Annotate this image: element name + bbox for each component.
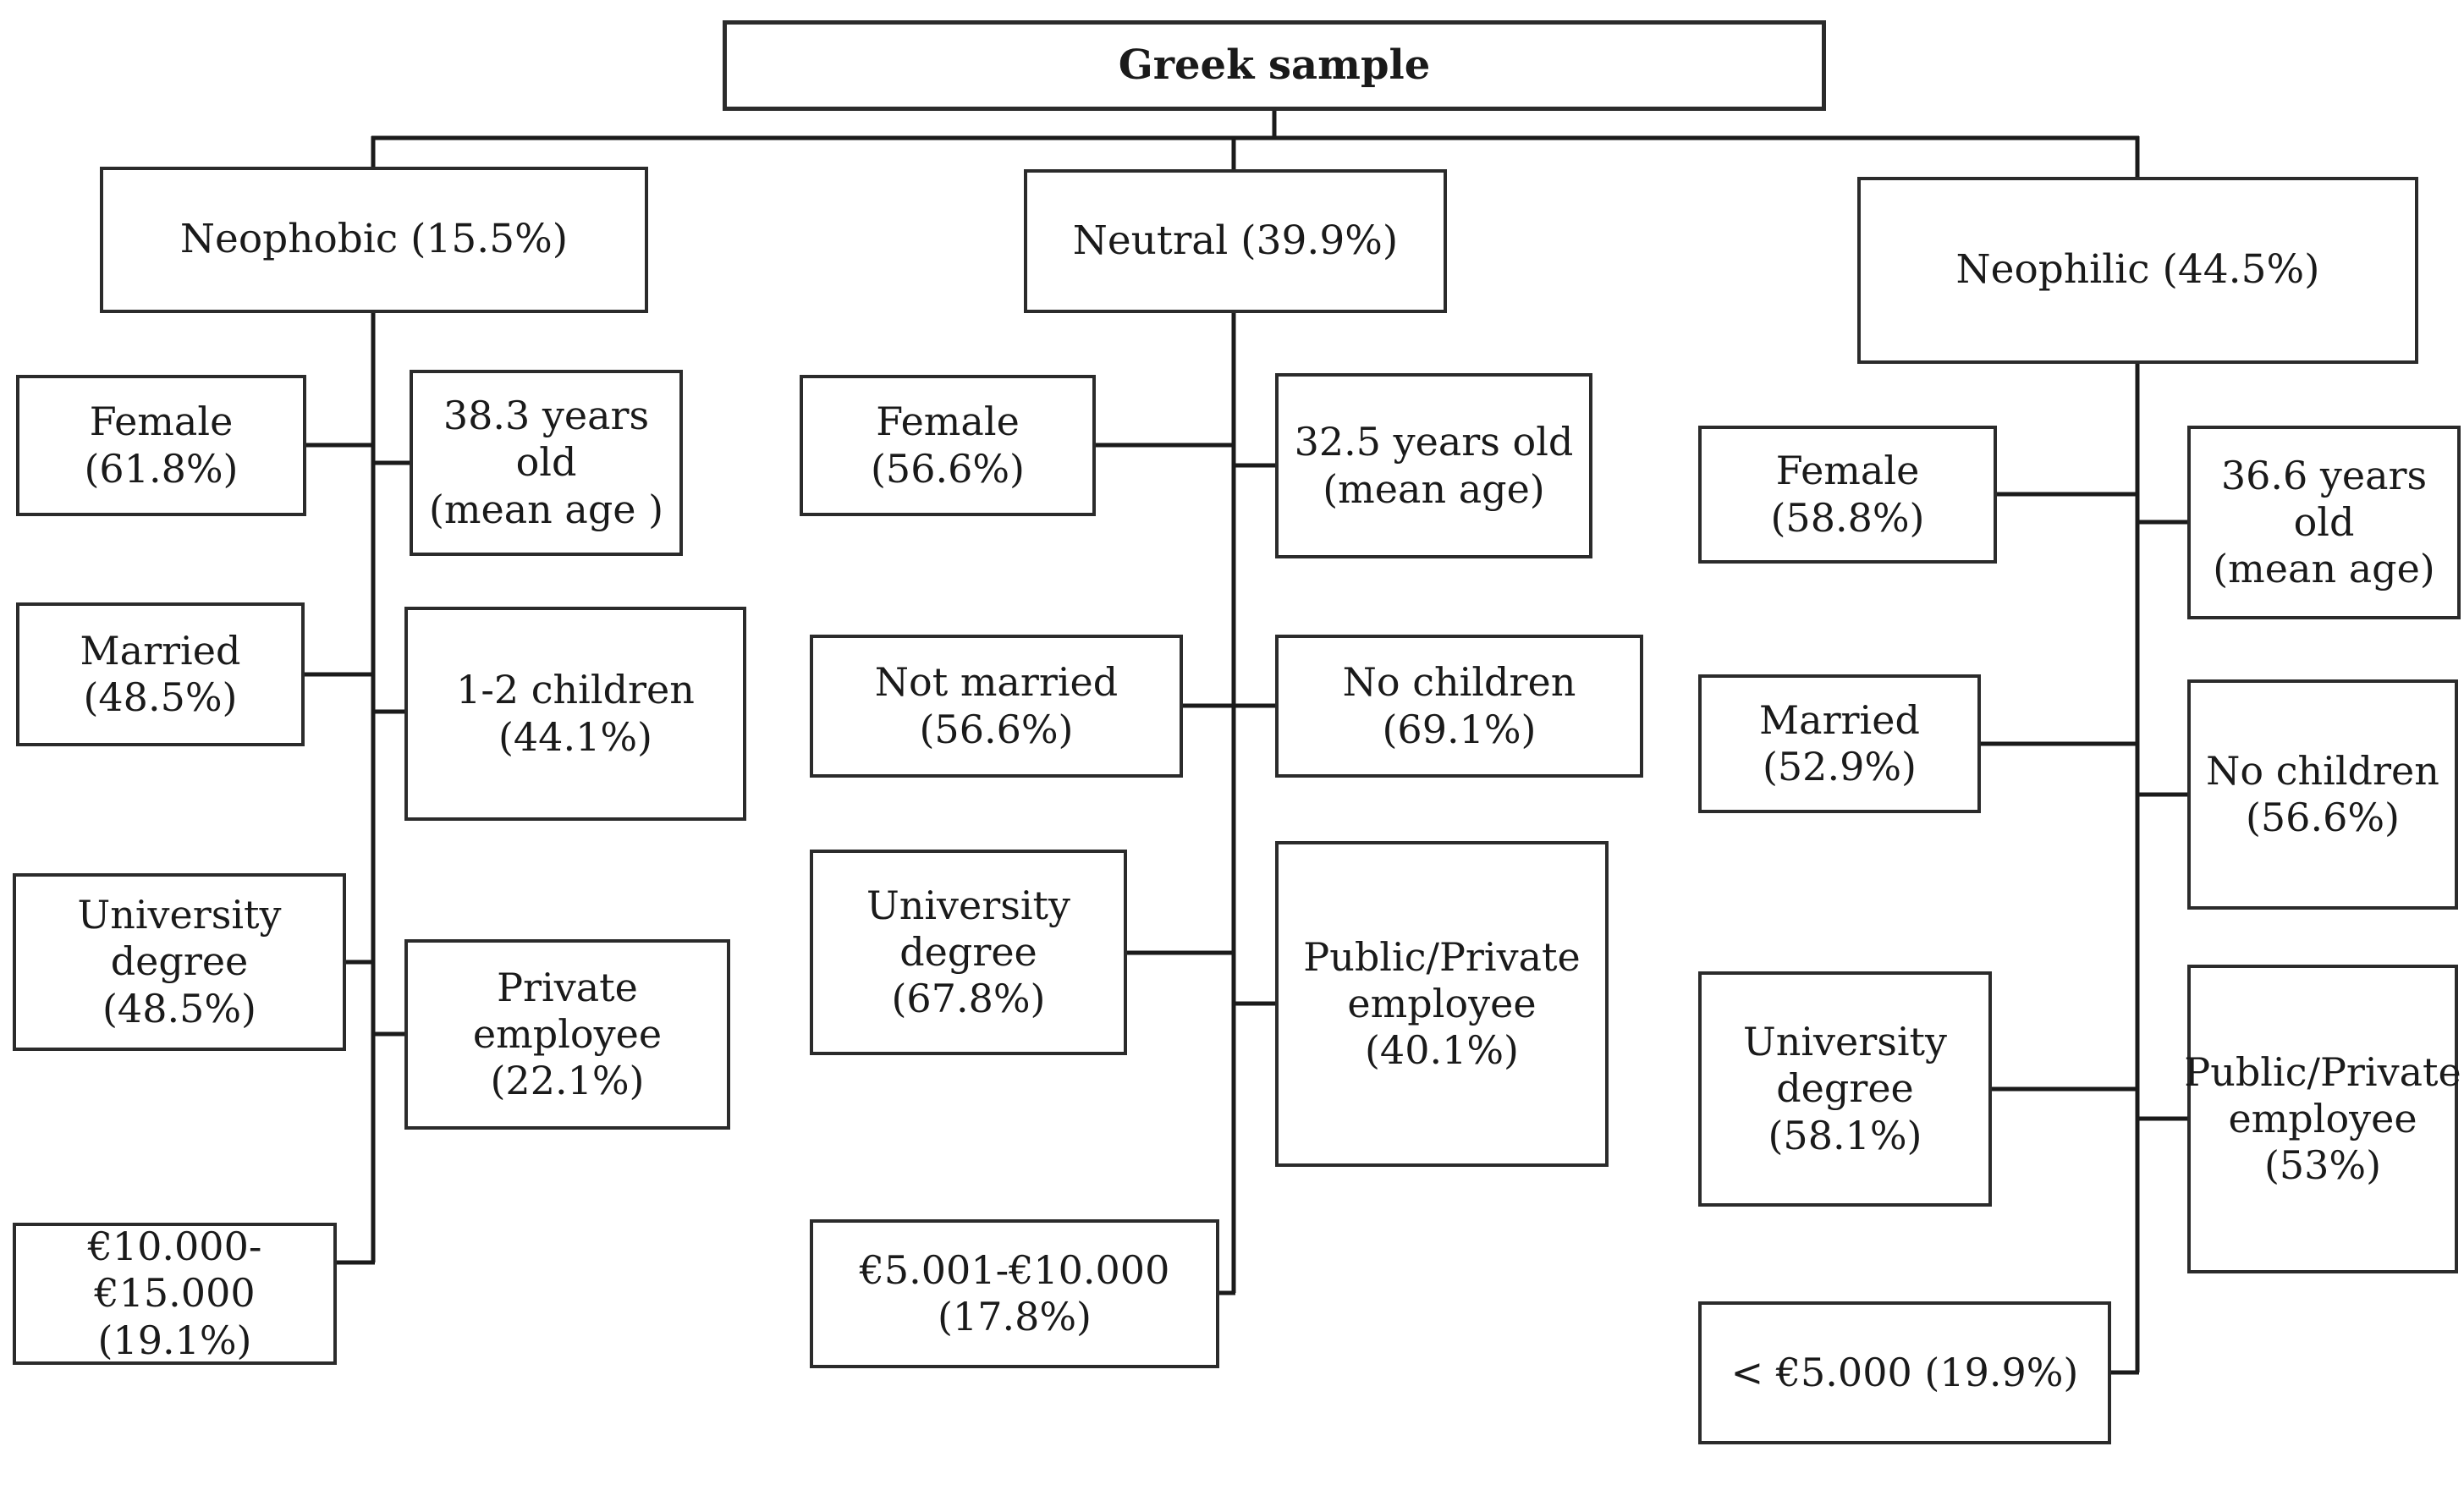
group-node-neophobic: Neophobic (15.5%) — [100, 167, 648, 313]
neutral-education-node: University degree (67.8%) — [810, 850, 1127, 1055]
neutral-income-node: €5.001-€10.000 (17.8%) — [810, 1219, 1219, 1368]
neophobic-children-node: 1-2 children (44.1%) — [404, 607, 746, 821]
neophobic-occupation-node: Private employee (22.1%) — [404, 939, 730, 1130]
neophilic-education-node: University degree (58.1%) — [1698, 971, 1992, 1207]
neophilic-children-node: No children (56.6%) — [2187, 679, 2458, 910]
group-node-neophilic: Neophilic (44.5%) — [1857, 177, 2418, 364]
neutral-gender-node: Female (56.6%) — [800, 375, 1096, 516]
neophilic-occupation-node: Public/Private employee (53%) — [2184, 965, 2461, 1273]
neophilic-gender-node: Female (58.8%) — [1698, 426, 1997, 564]
neophilic-income-node: < €5.000 (19.9%) — [1698, 1301, 2111, 1444]
neophobic-income-node: €10.000-€15.000 (19.1%) — [13, 1223, 337, 1365]
root-node-greek-sample: Greek sample — [723, 20, 1826, 111]
neophobic-gender-node: Female (61.8%) — [16, 375, 306, 516]
neutral-occupation-node: Public/Private employee (40.1%) — [1275, 841, 1609, 1167]
neutral-children-node: No children (69.1%) — [1275, 635, 1643, 778]
neutral-mean-age-node: 32.5 years old (mean age) — [1275, 373, 1592, 558]
group-node-neutral: Neutral (39.9%) — [1024, 169, 1447, 313]
neophilic-mean-age-node: 36.6 years old (mean age) — [2187, 426, 2461, 619]
neutral-marital-node: Not married (56.6%) — [810, 635, 1183, 778]
neophobic-marital-node: Married (48.5%) — [16, 602, 305, 746]
neophobic-mean-age-node: 38.3 years old (mean age ) — [410, 370, 683, 556]
neophilic-marital-node: Married (52.9%) — [1698, 674, 1981, 813]
neophobic-education-node: University degree (48.5%) — [13, 873, 346, 1051]
